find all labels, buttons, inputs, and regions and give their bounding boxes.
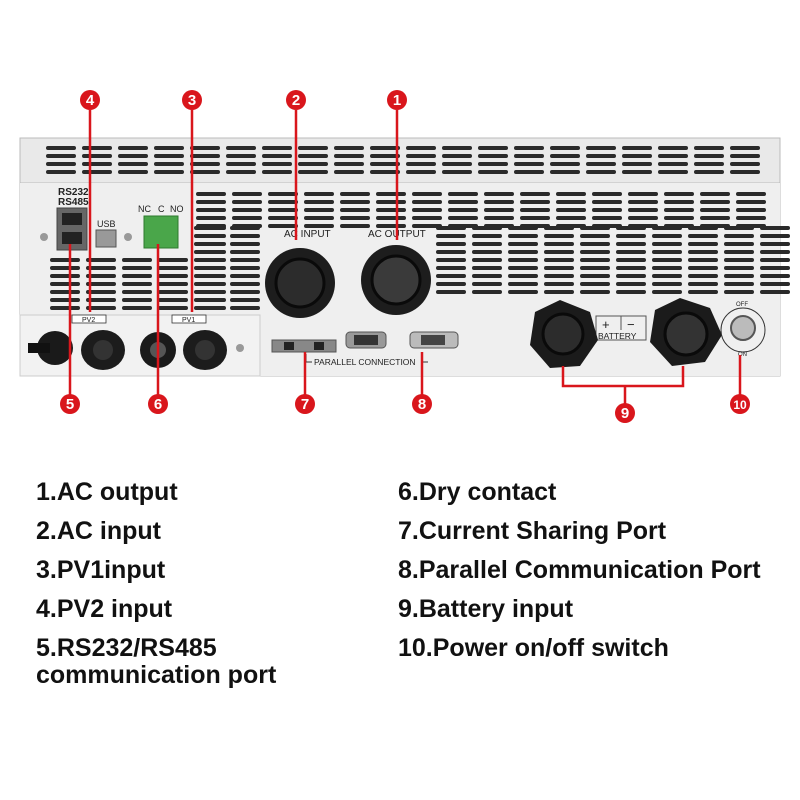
battery-label: BATTERY [598, 331, 637, 341]
pv1-label: PV1 [182, 317, 195, 324]
on-label: ON [738, 352, 747, 358]
marker-7: 7 [295, 394, 315, 414]
svg-text:10: 10 [733, 398, 747, 412]
svg-text:8: 8 [418, 396, 426, 413]
top-cover [19, 137, 781, 184]
ac-input-label: AC INPUT [284, 229, 331, 240]
rs485-label: RS485 [58, 197, 89, 208]
marker-8: 8 [412, 394, 432, 414]
nc-label: NC [138, 204, 151, 214]
marker-4: 4 [80, 90, 100, 110]
c-label: C [158, 204, 165, 214]
current-sharing-port[interactable] [271, 339, 337, 353]
rs232-label: RS232 [58, 187, 89, 198]
screw-icon [236, 344, 244, 352]
battery-plus-gland[interactable] [530, 300, 598, 368]
inverter-rear-panel-diagram: RS232 RS485 USB NC C NO PV2 PV1 AC INPUT… [19, 90, 790, 423]
marker-10: 10 [730, 394, 750, 414]
legend-item-1: 1.AC output [36, 478, 178, 506]
marker-1: 1 [387, 90, 407, 110]
vent-slots [46, 146, 790, 310]
usb-port[interactable] [95, 229, 117, 248]
legend-item-8: 8.Parallel Communication Port [398, 556, 761, 584]
screw-icon [40, 233, 48, 241]
no-label: NO [170, 204, 184, 214]
svg-text:1: 1 [393, 92, 401, 109]
legend-item-7: 7.Current Sharing Port [398, 517, 667, 545]
legend-item-5-cont: communication port [36, 661, 277, 689]
pv2-label: PV2 [82, 317, 95, 324]
usb-label: USB [97, 219, 116, 229]
legend-right: 6.Dry contact 7.Current Sharing Port 8.P… [398, 473, 761, 668]
legend-left: 1.AC output 2.AC input 3.PV1input 4.PV2 … [36, 473, 277, 689]
battery-plus-label: + [602, 317, 610, 332]
dry-contact-terminal[interactable] [143, 215, 179, 249]
ac-output-gland[interactable] [361, 245, 431, 315]
marker-9: 9 [615, 403, 635, 423]
legend-item-9: 9.Battery input [398, 595, 574, 623]
svg-text:4: 4 [86, 92, 95, 109]
legend-item-5: 5.RS232/RS485 [36, 634, 217, 662]
svg-text:5: 5 [66, 396, 74, 413]
marker-6: 6 [148, 394, 168, 414]
number-markers: 1 2 3 4 5 6 7 8 9 10 [60, 90, 750, 423]
legend-item-6: 6.Dry contact [398, 478, 557, 506]
leader-lines [68, 110, 742, 404]
svg-text:6: 6 [154, 396, 162, 413]
marker-2: 2 [286, 90, 306, 110]
pv2-connectors[interactable] [28, 330, 125, 370]
marker-3: 3 [182, 90, 202, 110]
legend-item-2: 2.AC input [36, 517, 161, 545]
svg-text:7: 7 [301, 396, 309, 413]
parallel-connection-label: PARALLEL CONNECTION [314, 357, 416, 367]
legend-item-4: 4.PV2 input [36, 595, 173, 623]
screw-icon [124, 233, 132, 241]
off-label: OFF [736, 302, 748, 308]
pv1-connectors[interactable] [140, 330, 227, 370]
marker-5: 5 [60, 394, 80, 414]
ac-input-gland[interactable] [265, 248, 335, 318]
svg-text:3: 3 [188, 92, 196, 109]
battery-minus-label: − [627, 317, 635, 332]
power-switch[interactable] [730, 315, 756, 341]
legend-item-3: 3.PV1input [36, 556, 166, 584]
battery-minus-gland[interactable] [650, 298, 722, 366]
svg-text:2: 2 [292, 92, 300, 109]
svg-text:9: 9 [621, 405, 629, 422]
legend-item-10: 10.Power on/off switch [398, 634, 669, 662]
